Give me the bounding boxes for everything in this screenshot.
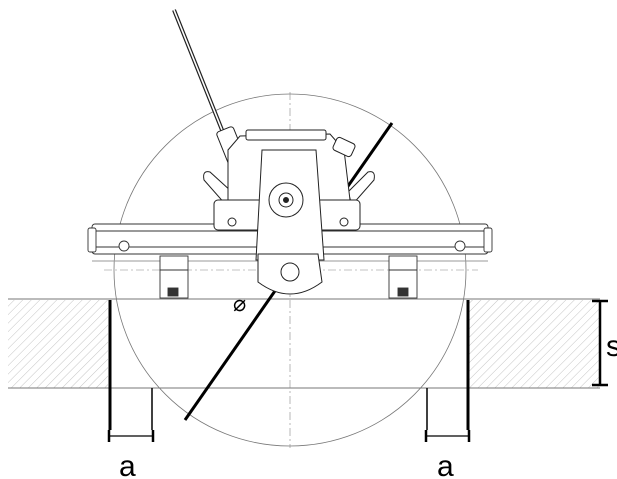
label-a-right: a [437,450,454,479]
motor-shaft [280,262,300,282]
label-s: s [606,330,617,363]
dimension-a-left [107,430,155,442]
front-plate-hub-center [283,197,289,203]
rail-end-hole-left [118,240,130,252]
diameter-symbol: ⌀ [233,291,246,316]
support-legs [108,300,470,430]
clamp-screw-right [397,287,409,297]
housing-top-rib [245,129,327,141]
hatched-material-left [8,300,108,388]
housing-bolt-right [339,217,349,227]
hatched-material-right [468,300,600,388]
label-a-left: a [119,450,136,479]
handle-right [347,171,375,207]
rail-end-cap-left [87,227,97,253]
housing-right-knob [332,136,356,158]
saw-motor-housing [172,9,375,295]
dimension-a-right [424,430,471,442]
clamp-screw-left [167,287,179,297]
rail-end-cap-right [483,227,493,253]
handle-left [203,171,233,206]
dimension-s [592,299,608,387]
material-section [8,298,600,389]
housing-bolt-left [227,217,237,227]
rail-end-hole-right [454,240,466,252]
